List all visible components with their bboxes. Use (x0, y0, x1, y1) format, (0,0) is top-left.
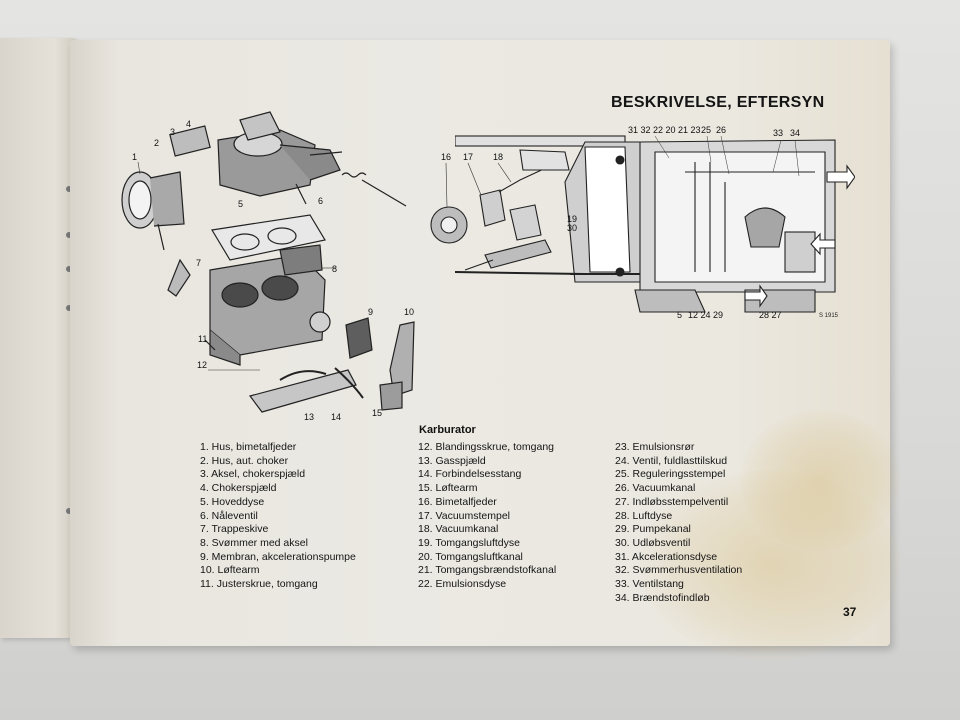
legend-item: 2. Hus, aut. choker (200, 454, 289, 467)
part-label: 34 (790, 128, 800, 138)
binding-stitch (66, 186, 72, 192)
legend-item: 3. Aksel, chokerspjæld (200, 468, 306, 481)
part-label: 5 (238, 199, 243, 209)
legend-item: 12. Blandingsskrue, tomgang (418, 441, 555, 453)
part-label: 5 (677, 310, 682, 320)
legend-item: 11. Justerskrue, tomgang (200, 578, 318, 591)
part-label: 26 (716, 125, 726, 135)
legend-item: 17. Vacuumstempel (418, 509, 511, 522)
legend-item: 21. Tomgangsbrændstofkanal (418, 564, 557, 577)
legend-item: 8. Svømmer med aksel (200, 536, 308, 549)
part-label: 6 (318, 196, 323, 206)
binding-stitch (66, 232, 72, 238)
section-title: Karburator (419, 424, 476, 436)
binding-stitch (66, 305, 72, 311)
figure-code: S 1915 (819, 313, 839, 319)
legend-item: 22. Emulsionsdyse (418, 578, 507, 591)
legend-item: 9. Membran, akcelerationspumpe (200, 550, 356, 563)
legend-item: 25. Reguleringsstempel (615, 468, 726, 481)
part-label: 3 (170, 127, 175, 137)
part-label: 14 (331, 412, 341, 422)
legend-item: 4. Chokerspjæld (200, 482, 277, 495)
binding-stitch (66, 508, 72, 514)
legend-item: 15. Løftearm (418, 482, 478, 495)
part-label: 8 (332, 264, 337, 274)
legend-item: 13. Gasspjæld (418, 454, 486, 467)
part-label: 7 (196, 258, 201, 268)
exploded-part-labels: 1 2 3 4 5 6 7 8 9 10 11 12 13 14 15 (132, 119, 414, 422)
parts-legend-column-3: 23. Emulsionsrør 24. Ventil, fuldlasttil… (615, 441, 742, 605)
legend-item: 1. Hus, bimetalfjeder (200, 441, 297, 453)
part-label: 18 (493, 152, 503, 162)
parts-legend-column-1: 1. Hus, bimetalfjeder 2. Hus, aut. choke… (200, 441, 356, 592)
part-label: 19 (567, 214, 577, 224)
part-label: 12 (197, 360, 207, 370)
page-stain (640, 470, 900, 660)
legend-item: 10. Løftearm (200, 564, 260, 577)
binding-stitch (66, 266, 72, 272)
legend-item: 19. Tomgangsluftdyse (418, 536, 520, 549)
part-label: 4 (186, 119, 191, 129)
legend-item: 16. Bimetalfjeder (418, 495, 497, 508)
legend-item: 5. Hoveddyse (200, 495, 265, 508)
legend-item: 29. Pumpekanal (615, 523, 691, 536)
legend-item: 27. Indløbsstempelventil (615, 495, 729, 508)
left-page (0, 38, 78, 638)
part-label: 13 (304, 412, 314, 422)
part-label: 31 32 22 20 21 23 (628, 125, 701, 135)
part-label: 25 (701, 125, 711, 135)
part-label: 30 (567, 223, 577, 233)
part-label: 10 (404, 307, 414, 317)
choke-detail-view: 16 17 18 (430, 149, 570, 271)
carburetor-exploded-view: 1 2 3 4 5 6 7 8 9 10 11 12 13 14 15 (121, 111, 415, 422)
part-label: 33 (773, 128, 783, 138)
legend-item: 24. Ventil, fuldlasttilskud (615, 454, 728, 467)
parts-legend-column-2: 12. Blandingsskrue, tomgang 13. Gasspjæl… (418, 441, 556, 592)
legend-item: 26. Vacuumkanal (615, 482, 696, 495)
carburetor-cross-section: 31 32 22 20 21 23 25 26 33 34 19 30 5 12… (455, 125, 855, 320)
legend-item: 20. Tomgangsluftkanal (418, 550, 523, 563)
legend-item: 33. Ventilstang (615, 578, 684, 591)
legend-item: 30. Udløbsventil (615, 536, 691, 549)
legend-item: 31. Akcelerationsdyse (615, 550, 718, 563)
part-label: 17 (463, 152, 473, 162)
page-number: 37 (843, 605, 857, 619)
part-label: 9 (368, 307, 373, 317)
legend-item: 6. Nåleventil (200, 509, 258, 522)
part-label: 15 (372, 408, 382, 418)
part-label: 1 (132, 152, 137, 162)
part-label: 11 (198, 334, 207, 344)
page-stain (740, 410, 900, 550)
part-label: 16 (441, 152, 451, 162)
legend-item: 23. Emulsionsrør (615, 441, 695, 453)
legend-item: 32. Svømmerhusventilation (615, 564, 743, 577)
legend-item: 28. Luftdyse (615, 509, 673, 522)
legend-item: 34. Brændstofindløb (615, 591, 710, 604)
page-title: BESKRIVELSE, EFTERSYN (611, 94, 825, 111)
part-label: 28 27 (759, 310, 782, 320)
legend-item: 7. Trappeskive (200, 523, 269, 536)
part-label: 2 (154, 138, 159, 148)
part-label: 12 24 29 (688, 310, 723, 320)
legend-item: 14. Forbindelsesstang (418, 468, 522, 481)
legend-item: 18. Vacuumkanal (418, 523, 499, 536)
